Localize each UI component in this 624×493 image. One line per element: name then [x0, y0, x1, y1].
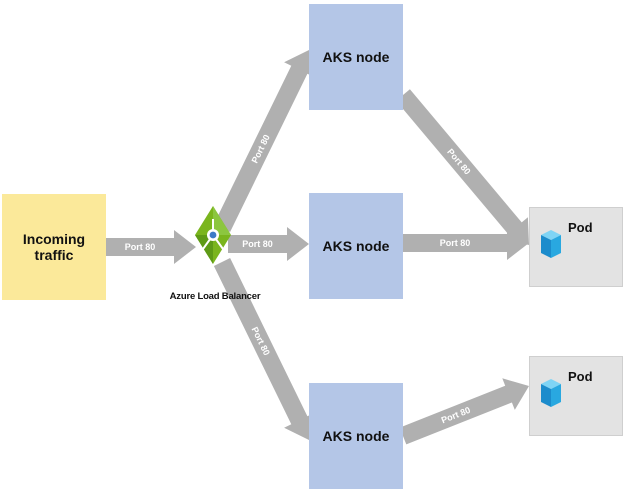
incoming-traffic-label: Incoming traffic — [22, 231, 86, 263]
arrow-label: Port 80 — [125, 242, 156, 252]
cube-icon — [541, 230, 561, 258]
load-balancer-label: Azure Load Balancer — [169, 291, 261, 302]
arrow-4 — [213, 258, 315, 440]
aks-node-3: AKS node — [309, 383, 403, 489]
pod-label: Pod — [568, 220, 593, 235]
cube-icon — [541, 379, 561, 407]
aks-node-label: AKS node — [322, 49, 390, 65]
pod-label: Pod — [568, 369, 593, 384]
arrow-7 — [399, 378, 529, 445]
arrow-2 — [213, 50, 315, 232]
aks-node-label: AKS node — [322, 428, 390, 444]
pod-box-1: Pod — [529, 207, 623, 287]
arrow-5 — [396, 89, 529, 245]
aks-node-label: AKS node — [322, 238, 390, 254]
arrow-3 — [228, 227, 309, 261]
arrow-label: Port 80 — [440, 238, 471, 248]
aks-node-2: AKS node — [309, 193, 403, 299]
pod-box-2: Pod — [529, 356, 623, 436]
incoming-traffic-box: Incoming traffic — [2, 194, 106, 300]
arrow-label: Port 80 — [242, 239, 273, 249]
arrow-6 — [403, 226, 529, 260]
aks-node-1: AKS node — [309, 4, 403, 110]
arrow-1 — [106, 230, 196, 264]
azure-load-balancer-icon — [195, 206, 231, 264]
